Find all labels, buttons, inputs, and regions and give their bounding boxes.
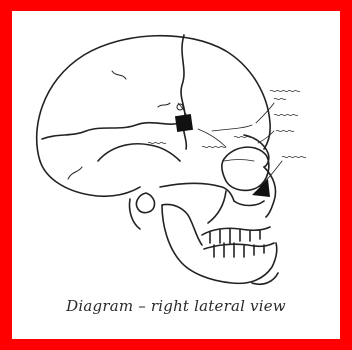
occipital-outline — [40, 161, 140, 196]
square-marker — [175, 114, 193, 132]
suture-detail — [68, 71, 170, 179]
cranium-outline — [37, 36, 271, 161]
coronal-suture — [181, 35, 186, 149]
mastoid — [129, 199, 140, 229]
brow-ridge — [244, 135, 269, 167]
ear-canal — [136, 193, 154, 213]
upper-teeth — [202, 227, 270, 243]
orbit — [222, 147, 269, 190]
squamous-suture — [98, 144, 180, 161]
skull-diagram — [12, 11, 340, 339]
mandible — [162, 205, 277, 283]
diagram-frame: Diagram – right lateral view — [12, 11, 340, 339]
lower-teeth — [204, 243, 274, 257]
diagram-caption: Diagram – right lateral view — [12, 297, 340, 315]
zygomatic-arch — [160, 183, 234, 201]
maxilla — [208, 191, 264, 223]
temporal-suture — [42, 123, 180, 139]
